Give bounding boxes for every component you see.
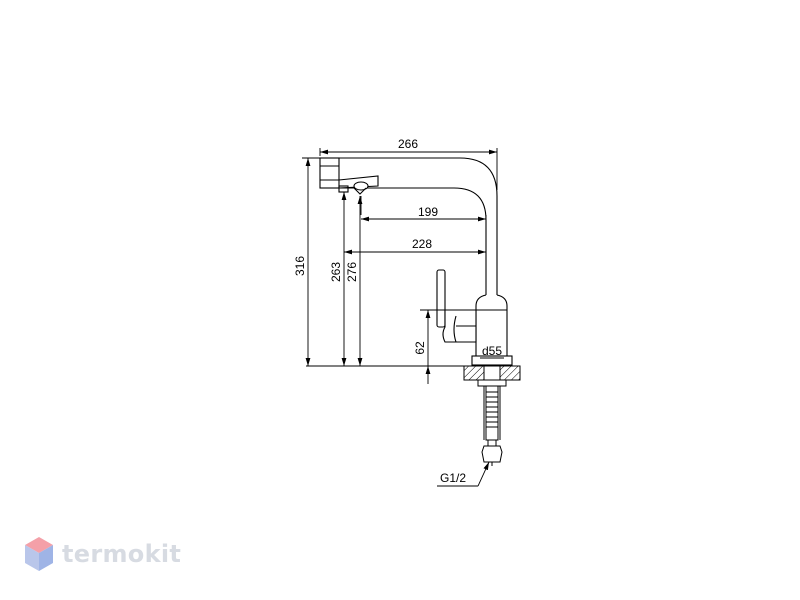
dim-d55-label: d55 xyxy=(482,344,502,358)
dimension-lines xyxy=(302,148,504,487)
termokit-logo: termokit xyxy=(24,536,181,572)
dim-316-label: 316 xyxy=(293,256,307,276)
dim-263-label: 263 xyxy=(329,262,343,282)
termokit-hexagon-icon xyxy=(25,537,53,571)
dimension-labels: 266 199 228 316 263 276 62 d55 G1/2 xyxy=(293,137,502,485)
faucet-outline xyxy=(319,157,513,366)
dim-g12-label: G1/2 xyxy=(440,471,466,485)
countertop-mount xyxy=(306,365,521,466)
dim-266-label: 266 xyxy=(398,137,418,151)
dim-276-label: 276 xyxy=(345,262,359,282)
dim-199-label: 199 xyxy=(418,205,438,219)
logo-text: termokit xyxy=(62,540,182,568)
dim-228-label: 228 xyxy=(412,237,432,251)
threaded-rod xyxy=(485,385,499,441)
dim-62-label: 62 xyxy=(413,341,427,355)
